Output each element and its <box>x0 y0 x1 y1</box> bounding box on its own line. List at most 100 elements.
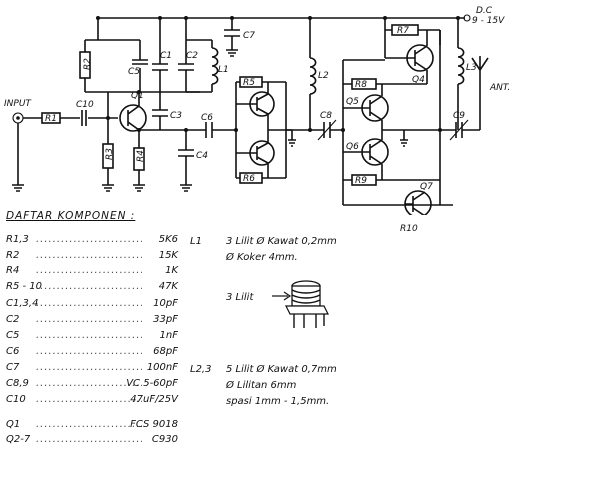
c1-capacitor <box>152 63 168 71</box>
component-row: C10.....................................… <box>6 394 178 408</box>
supply-terminal <box>463 14 471 22</box>
component-row: R5 - 10.................................… <box>6 281 178 295</box>
component-row: R4......................................… <box>6 265 178 279</box>
component-ref: C5 <box>6 330 20 341</box>
leader-dots: ........................................… <box>36 250 142 261</box>
component-row: Q2-7....................................… <box>6 434 178 448</box>
component-row: C7......................................… <box>6 362 178 376</box>
component-value: 68pF <box>153 346 178 357</box>
c9-trimmer <box>455 122 463 138</box>
leader-dots: ........................................… <box>36 434 142 445</box>
r5-label: R5 <box>243 78 255 88</box>
c8-trimmer <box>323 122 331 138</box>
component-value: C930 <box>151 434 178 445</box>
leader-dots: ........................................… <box>36 378 142 389</box>
c8-label: C8 <box>320 111 332 121</box>
l1-note-line1: 3 Lilit Ø Kawat 0,2mm <box>226 236 337 247</box>
component-ref: R1,3 <box>6 234 29 245</box>
component-value: 15K <box>158 250 178 261</box>
c10-capacitor <box>81 110 87 126</box>
component-value: 47uF/25V <box>130 394 178 405</box>
component-value: VC 5-60pF <box>126 378 178 389</box>
leader-dots: ........................................… <box>36 346 142 357</box>
c3-capacitor <box>152 109 168 117</box>
leader-dots: ........................................… <box>36 234 142 245</box>
l3-coil <box>457 47 465 85</box>
leader-dots: ........................................… <box>36 281 142 292</box>
leader-dots: ........................................… <box>36 330 142 341</box>
c3-label: C3 <box>170 111 182 121</box>
component-row: R1,3....................................… <box>6 234 178 248</box>
c5-capacitor <box>132 59 148 65</box>
r10-label: R10 <box>400 224 418 234</box>
r3-resistor <box>102 143 114 169</box>
component-row: C2......................................… <box>6 314 178 328</box>
r3-label: R3 <box>105 148 115 160</box>
component-row: C5......................................… <box>6 330 178 344</box>
component-ref: R5 - 10 <box>6 281 43 292</box>
r8-label: R8 <box>355 80 367 90</box>
l23-note-ref: L2,3 <box>190 364 212 375</box>
l23-note-line1: 5 Lilit Ø Kawat 0,7mm <box>226 364 337 375</box>
l1-note-line2: Ø Koker 4mm. <box>226 252 298 263</box>
component-row: C6......................................… <box>6 346 178 360</box>
component-value: 47K <box>158 281 178 292</box>
q4-label: Q4 <box>412 75 425 85</box>
component-ref: C10 <box>6 394 26 405</box>
l2-coil <box>309 57 317 95</box>
supply-voltage: 9 - 15V <box>472 16 505 26</box>
r4-resistor <box>133 147 145 171</box>
r9-label: R9 <box>355 176 367 186</box>
c1-label: C1 <box>160 51 172 61</box>
r5-resistor <box>239 76 263 88</box>
c6-label: C6 <box>201 113 213 123</box>
r6-label: R6 <box>243 174 255 184</box>
leader-dots: ........................................… <box>36 298 142 309</box>
component-ref: C2 <box>6 314 20 325</box>
component-value: 5K6 <box>158 234 178 245</box>
component-row: C1,3,4..................................… <box>6 298 178 312</box>
c7-label: C7 <box>243 31 255 41</box>
coil-drawing <box>272 280 329 328</box>
r4-label: R4 <box>136 150 146 162</box>
c6-capacitor <box>205 122 213 138</box>
component-value: 33pF <box>153 314 178 325</box>
r2-resistor <box>79 51 91 79</box>
leader-dots: ........................................… <box>36 362 142 373</box>
component-row: C8,9....................................… <box>6 378 178 392</box>
c9-label: C9 <box>453 111 465 121</box>
input-label: INPUT <box>4 99 32 109</box>
l1-label: L1 <box>218 65 229 75</box>
component-list-title: DAFTAR KOMPONEN : <box>6 210 136 222</box>
l1-note-ref: L1 <box>190 236 202 247</box>
l2-label: L2 <box>318 71 329 81</box>
c2-capacitor <box>178 63 194 71</box>
coil-label: 3 Lilit <box>226 292 254 303</box>
r7-resistor <box>391 24 419 36</box>
component-value: 1K <box>165 265 178 276</box>
l23-note-line2: Ø Lilitan 6mm <box>226 380 297 391</box>
l1-coil <box>211 47 219 85</box>
r1-resistor <box>41 112 61 124</box>
c10-label: C10 <box>76 100 94 110</box>
leader-dots: ........................................… <box>36 265 142 276</box>
circuit-schematic: D.C 9 - 15V INPUT R1 C10 R2 C5 R3 Q1 R4 … <box>4 6 510 215</box>
leader-dots: ........................................… <box>36 394 142 405</box>
component-ref: R2 <box>6 250 20 261</box>
l23-note-line3: spasi 1mm - 1,5mm. <box>226 396 330 407</box>
component-ref: C7 <box>6 362 20 373</box>
q7-label: Q7 <box>420 182 433 192</box>
component-row: R2......................................… <box>6 250 178 264</box>
q1-transistor <box>119 104 147 132</box>
c4-label: C4 <box>196 151 208 161</box>
component-list: R1,3....................................… <box>0 0 190 500</box>
c2-label: C2 <box>186 51 198 61</box>
r6-resistor <box>239 172 263 184</box>
component-value: FCS 9018 <box>130 419 178 430</box>
component-ref: Q2-7 <box>6 434 31 445</box>
antenna-icon <box>471 56 489 71</box>
component-ref: R4 <box>6 265 20 276</box>
component-value: 10pF <box>153 298 178 309</box>
component-ref: Q1 <box>6 419 21 430</box>
q1-label: Q1 <box>131 91 144 101</box>
